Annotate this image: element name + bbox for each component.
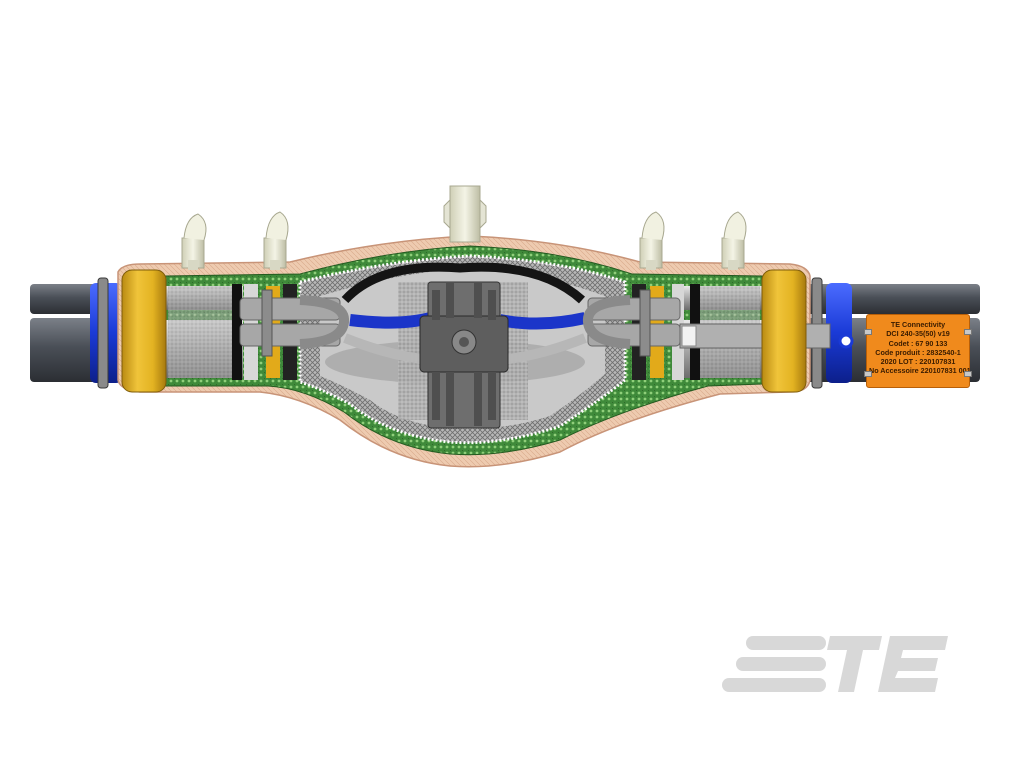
blue-tape-right — [826, 283, 852, 383]
tag-pin — [864, 329, 872, 335]
strap-clip — [681, 325, 697, 347]
yellow-sleeve-right — [761, 269, 807, 393]
tag-line-4: Code produit : 2832540-1 — [875, 347, 961, 357]
tag-pin — [864, 371, 872, 377]
clamp-right — [583, 289, 681, 357]
tag-pin — [964, 329, 972, 335]
connector-strap-right — [679, 323, 831, 349]
valve-icon — [181, 213, 207, 270]
strap-eyelet — [838, 333, 854, 349]
clamp-left — [239, 289, 349, 357]
black-sheath — [341, 262, 586, 304]
connector-icon — [419, 281, 509, 429]
valve-icon — [721, 211, 747, 270]
tag-line-5: 2020 LOT : 220107831 — [880, 357, 956, 367]
logo-icon — [722, 636, 948, 692]
tag-pin — [964, 371, 972, 377]
identification-tag: TE Connectivity DCI 240-35(50) v19 Codet… — [864, 314, 972, 388]
valve-icon — [263, 211, 289, 270]
tag-line-1: TE Connectivity — [890, 320, 946, 329]
blue-conductor-right — [498, 312, 587, 330]
yellow-sleeve-left — [121, 269, 167, 393]
cable-tie-left — [97, 277, 109, 389]
tag-line-2: DCI 240-35(50) v19 — [886, 329, 950, 339]
valve-icon — [639, 211, 665, 270]
blue-conductor-left — [349, 312, 432, 329]
valve-icon — [443, 185, 487, 243]
tag-line-6: No Accessoire 220107831 001 — [869, 366, 971, 376]
tag-line-3: Codet : 67 90 133 — [888, 338, 948, 348]
